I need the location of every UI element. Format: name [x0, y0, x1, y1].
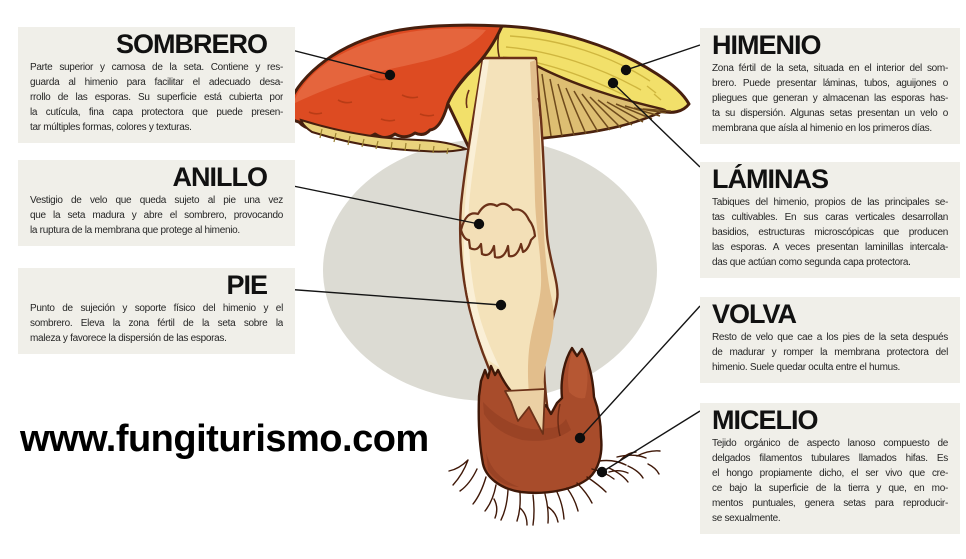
volva-dot [574, 432, 586, 444]
label-laminas-title: LÁMINAS [712, 164, 829, 194]
label-volva-box: VOLVA Resto de velo que cae a los pies d… [700, 297, 960, 383]
gills [532, 64, 672, 140]
label-pie-box: PIE Punto de sujeción y soporte físico d… [18, 268, 295, 354]
cap [284, 23, 504, 155]
anillo-dot [473, 218, 485, 230]
mycelium-roots [448, 450, 661, 526]
anillo-leader-line [258, 178, 480, 225]
label-pie-title: PIE [226, 270, 268, 300]
label-anillo-title: ANILLO [172, 162, 269, 192]
label-pie-text: Punto de sujeción y soporte físico del h… [30, 303, 283, 344]
label-micelio-text: Tejido orgánico de aspecto lanoso compue… [712, 438, 948, 524]
label-micelio-title: MICELIO [712, 405, 819, 435]
himenio-leader-line [625, 44, 701, 71]
label-himenio-text: Zona fértil de la seta, situada en el in… [712, 63, 948, 134]
micelio-dot [596, 466, 608, 478]
pie-leader-line [256, 286, 502, 306]
laminas-dot [607, 77, 619, 89]
label-sombrero-text: Parte superior y carnosa de la seta. Con… [30, 62, 283, 133]
micelio-leader-line [601, 410, 701, 473]
stem-base-wedge [504, 388, 546, 435]
label-volva-text: Resto de velo que cae a los pies de la s… [712, 332, 948, 373]
volva-leader-line [579, 305, 701, 439]
label-himenio-title: HIMENIO [712, 30, 822, 60]
leader-lines [256, 43, 701, 478]
watermark: www.fungiturismo.com [20, 418, 429, 460]
label-himenio-box: HIMENIO Zona fértil de la seta, situada … [700, 28, 960, 144]
label-volva-title: VOLVA [712, 299, 797, 329]
himenio-dot [620, 64, 632, 76]
label-anillo-text: Vestigio de velo que queda sujeto al pie… [30, 195, 283, 236]
volva [477, 346, 603, 495]
label-micelio-box: MICELIO Tejido orgánico de aspecto lanos… [700, 403, 960, 534]
label-laminas-text: Tabiques del himenio, propios de las pri… [712, 197, 948, 268]
sombrero-dot [384, 69, 396, 81]
pie-dot [495, 299, 507, 311]
label-laminas-box: LÁMINAS Tabiques del himenio, propios de… [700, 162, 960, 278]
laminas-leader-line [612, 82, 701, 168]
ring-annulus [459, 202, 537, 259]
label-sombrero-box: SOMBRERO Parte superior y carnosa de la … [18, 27, 295, 143]
label-sombrero-title: SOMBRERO [115, 29, 268, 59]
label-anillo-box: ANILLO Vestigio de velo que queda sujeto… [18, 160, 295, 246]
